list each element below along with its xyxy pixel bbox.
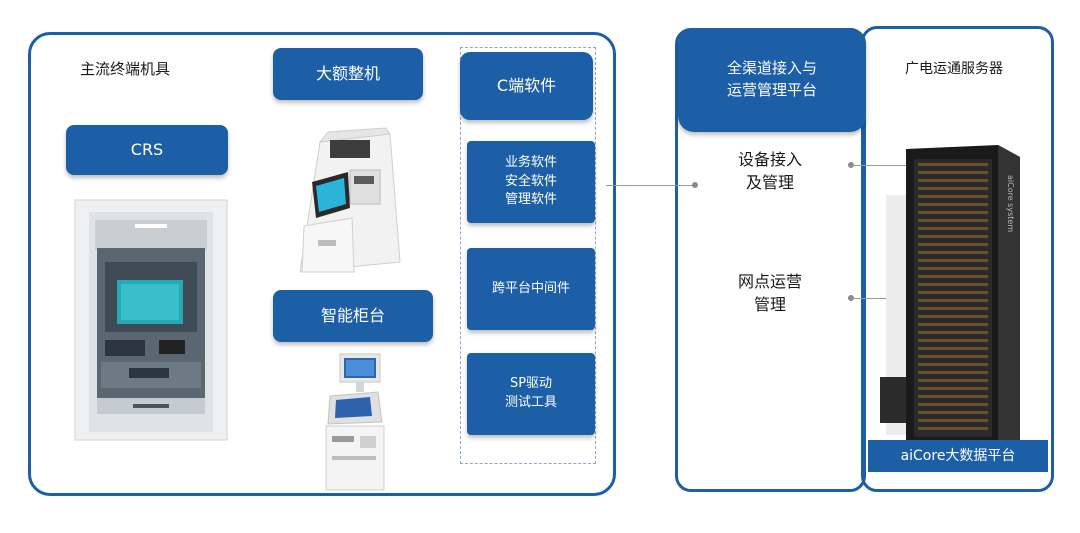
connector-line <box>606 185 694 186</box>
connector-line <box>852 298 908 299</box>
large-machine-box: 大额整机 <box>273 48 423 100</box>
software-item-line: 跨平台中间件 <box>491 280 570 296</box>
crs-box: CRS <box>66 125 228 175</box>
connector-dot <box>692 182 698 188</box>
platform-header-line: 全渠道接入与 <box>726 59 817 78</box>
bigdata-platform-footer: aiCore大数据平台 <box>868 440 1048 472</box>
software-item-line: 业务软件 <box>504 154 557 170</box>
software-item-driver: SP驱动 测试工具 <box>467 353 595 435</box>
branch-ops-line: 网点运营 <box>737 272 802 291</box>
server-rack-image: aiCore system <box>880 145 1020 443</box>
terminal-title: 主流终端机具 <box>80 60 171 78</box>
c-software-header: C端软件 <box>460 52 593 120</box>
connector-line <box>852 165 908 166</box>
branch-ops-line: 管理 <box>753 295 786 315</box>
platform-header: 全渠道接入与 运营管理平台 <box>678 28 866 132</box>
device-access-label: 设备接入 及管理 <box>715 148 825 194</box>
platform-header-line: 运营管理平台 <box>726 81 817 99</box>
software-item-line: SP驱动 <box>509 376 553 392</box>
software-item-middleware: 跨平台中间件 <box>467 248 595 330</box>
connector-dot <box>848 162 854 168</box>
server-title: 广电运通服务器 <box>905 61 1003 77</box>
large-amount-machine-image <box>299 127 401 273</box>
server-brand-label: aiCore system <box>1006 175 1015 232</box>
connector-dot <box>848 295 854 301</box>
software-column <box>460 47 596 464</box>
smart-counter-box: 智能柜台 <box>273 290 433 342</box>
software-item-line: 安全软件 <box>504 173 557 189</box>
software-item-business: 业务软件 安全软件 管理软件 <box>467 141 595 223</box>
terminal-frame <box>28 32 616 496</box>
server-frame <box>861 26 1054 492</box>
smart-counter-image <box>325 353 385 491</box>
software-item-line: 测试工具 <box>504 395 557 410</box>
device-access-line: 设备接入 <box>737 150 802 169</box>
device-access-line: 及管理 <box>745 173 794 193</box>
atm-machine-image <box>74 199 228 441</box>
branch-ops-label: 网点运营 管理 <box>715 270 825 316</box>
software-item-line: 管理软件 <box>504 192 557 208</box>
